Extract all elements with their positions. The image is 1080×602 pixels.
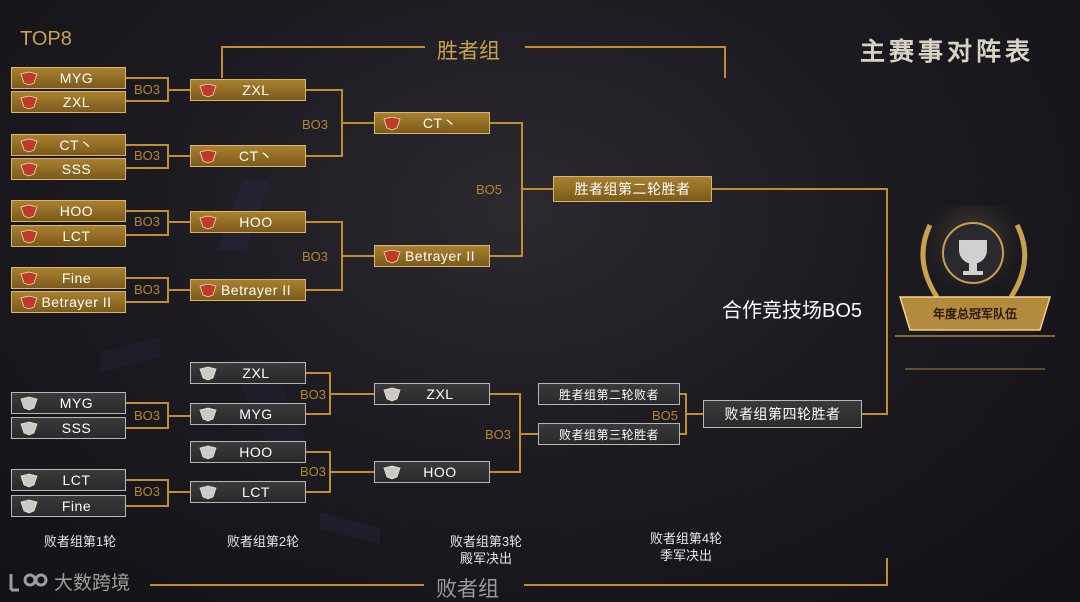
team-slot: HOO (374, 461, 490, 483)
team-slot: SSS (11, 158, 126, 180)
team-emblem-icon (199, 407, 217, 422)
team-emblem-icon (383, 387, 401, 402)
team-emblem-icon (20, 204, 38, 219)
team-slot: Betrayer II (11, 291, 126, 313)
bo5-label: BO5 (476, 182, 503, 197)
team-emblem-icon (20, 271, 38, 286)
team-slot: LCT (11, 469, 126, 491)
team-slot: HOO (190, 441, 306, 463)
team-emblem-icon (20, 295, 38, 310)
team-emblem-icon (199, 149, 217, 164)
team-slot: ZXL (190, 362, 306, 384)
team-emblem-icon (20, 421, 38, 436)
team-slot: Betrayer II (190, 279, 306, 301)
team-emblem-icon (383, 249, 401, 264)
team-slot: SSS (11, 417, 126, 439)
team-emblem-icon (20, 473, 38, 488)
trophy-banner-text: 年度总冠军队伍 (932, 307, 1017, 321)
bo3-label: BO3 (134, 82, 161, 97)
team-slot: Betrayer II (374, 245, 490, 267)
team-emblem-icon (20, 95, 38, 110)
team-emblem-icon (20, 396, 38, 411)
winners-round2-loser-slot: 胜者组第二轮败者 (538, 383, 680, 405)
bo3-label: BO3 (134, 282, 161, 297)
brand-logo-icon (9, 573, 48, 591)
team-slot: Fine (11, 495, 126, 517)
team-slot: HOO (11, 200, 126, 222)
losers-round4-winner-slot: 败者组第四轮胜者 (703, 400, 862, 428)
team-emblem-icon (383, 116, 401, 131)
team-slot: MYG (190, 403, 306, 425)
winners-bracket-label: 胜者组 (437, 40, 500, 63)
losers-bracket-label: 败者组 (436, 578, 499, 601)
laurel-trophy-icon (895, 195, 1055, 370)
final-label: 合作竞技场BO5 (722, 300, 863, 322)
bo3-label: BO3 (134, 408, 161, 423)
round-caption: 殿军决出 (459, 551, 512, 566)
losers-round3-winner-slot: 败者组第三轮胜者 (538, 423, 680, 445)
bo3-label: BO3 (134, 484, 161, 499)
bo3-label: BO3 (302, 249, 329, 264)
round-caption: 败者组第1轮 (43, 534, 117, 549)
bo3-label: BO3 (302, 117, 329, 132)
team-emblem-icon (20, 138, 38, 153)
page-title: 主赛事对阵表 (860, 37, 1035, 66)
bo5-label: BO5 (652, 408, 679, 423)
team-emblem-icon (199, 283, 217, 298)
bo3-label: BO3 (485, 427, 512, 442)
team-slot: LCT (11, 225, 126, 247)
winners-round2-winner-slot: 胜者组第二轮胜者 (553, 176, 712, 202)
team-slot: CT丶 (190, 145, 306, 167)
round-caption: 败者组第4轮 (649, 531, 723, 546)
bo3-label: BO3 (134, 148, 161, 163)
top8-label: TOP8 (20, 28, 72, 50)
bo3-label: BO3 (300, 387, 327, 402)
watermark: 大数跨境 (8, 568, 130, 595)
trophy-emblem: 年度总冠军队伍 (895, 195, 1055, 375)
team-emblem-icon (20, 499, 38, 514)
team-slot: HOO (190, 211, 306, 233)
team-slot: CT丶 (374, 112, 490, 134)
team-emblem-icon (199, 215, 217, 230)
team-slot: Fine (11, 267, 126, 289)
team-emblem-icon (20, 162, 38, 177)
team-emblem-icon (20, 229, 38, 244)
team-emblem-icon (383, 465, 401, 480)
team-emblem-icon (20, 71, 38, 86)
team-slot: MYG (11, 67, 126, 89)
round-caption: 季军决出 (659, 548, 712, 563)
team-slot: ZXL (190, 79, 306, 101)
team-emblem-icon (199, 83, 217, 98)
team-slot: ZXL (11, 91, 126, 113)
team-emblem-icon (199, 485, 217, 500)
round-caption: 败者组第3轮 (449, 534, 523, 549)
team-slot: CT丶 (11, 134, 126, 156)
team-slot: LCT (190, 481, 306, 503)
bo3-label: BO3 (134, 214, 161, 229)
bo3-label: BO3 (300, 464, 327, 479)
team-emblem-icon (199, 445, 217, 460)
team-slot: MYG (11, 392, 126, 414)
round-caption: 败者组第2轮 (226, 534, 300, 549)
team-slot: ZXL (374, 383, 490, 405)
team-emblem-icon (199, 366, 217, 381)
